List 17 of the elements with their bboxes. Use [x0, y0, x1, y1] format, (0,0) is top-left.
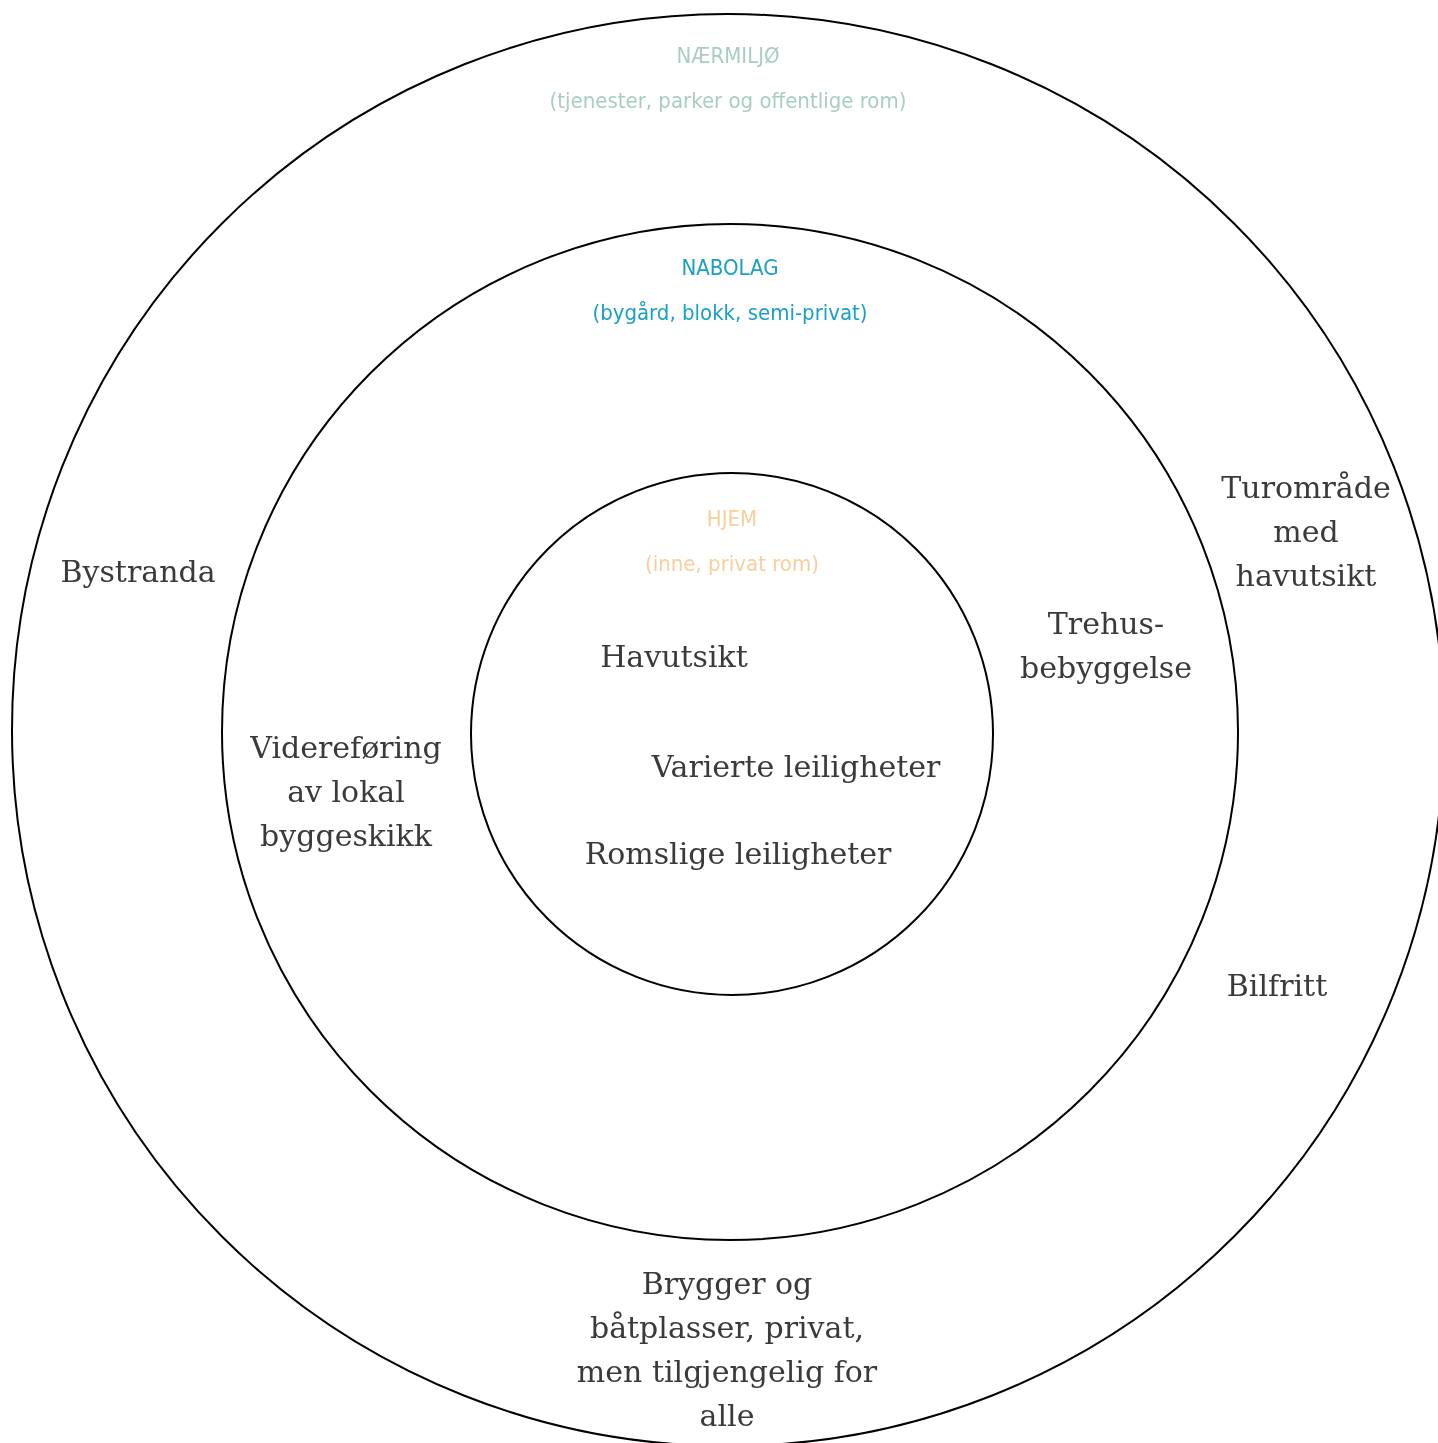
zone-circle — [11, 13, 1438, 1443]
zone-item-text: Bilfritt — [1225, 967, 1329, 1005]
zone-subtitle: (bygård, blokk, semi-privat) — [592, 299, 868, 327]
zone-subtitle: (tjenester, parker og offentlige rom) — [549, 87, 907, 115]
zone-subtitle: (inne, privat rom) — [645, 550, 819, 578]
zone-item-text: Havutsikt — [599, 638, 749, 676]
zone-item-text: Trehus- bebyggelse — [1019, 605, 1193, 687]
zone-item-text: Videreføring av lokal byggeskikk — [249, 729, 443, 855]
zone-item-text: Bystranda — [59, 553, 217, 591]
zone-title: HJEM — [706, 505, 758, 533]
zone-item-text: Romslige leiligheter — [583, 835, 893, 873]
zone-item-text: Varierte leiligheter — [650, 748, 942, 786]
zone-item-text: Turområde med havutsikt — [1220, 469, 1392, 595]
zone-title: NABOLAG — [681, 254, 779, 282]
zone-item-text: Brygger og båtplasser, privat, men tilgjengelig for alle — [575, 1265, 879, 1435]
zone-circle — [470, 472, 994, 996]
zone-title: NÆRMILJØ — [676, 42, 780, 70]
